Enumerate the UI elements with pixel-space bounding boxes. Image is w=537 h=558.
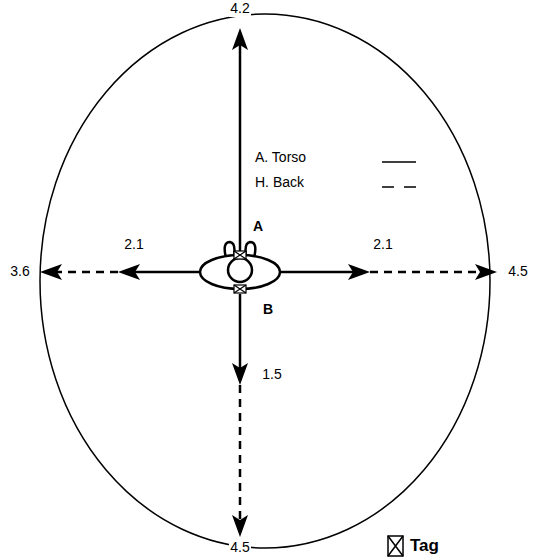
legend-text: Tag: [409, 537, 440, 556]
person-figure: [200, 242, 280, 289]
range-value: 4.2: [229, 1, 250, 16]
tag-symbol: [234, 285, 246, 293]
tag-legend-symbol: [388, 536, 403, 556]
legend-sample-solid: [382, 161, 416, 163]
arrow-head: [475, 264, 497, 280]
legend-text: H. Back: [254, 175, 305, 190]
person-body: [200, 255, 280, 289]
arrow-head: [232, 515, 248, 537]
arrow-head: [348, 264, 370, 280]
tag-legend-symbol: [388, 536, 403, 556]
tag-letter: A: [252, 219, 264, 234]
range-value: 4.5: [507, 264, 528, 279]
legend-sample-dashed: [382, 186, 416, 188]
tag-letter: B: [262, 302, 274, 317]
range-line: [239, 40, 242, 252]
range-line: [370, 271, 485, 274]
range-value: 1.5: [261, 367, 282, 382]
range-line: [239, 294, 242, 373]
range-line: [130, 271, 200, 274]
arrow-head: [118, 264, 140, 280]
person-head: [228, 258, 252, 282]
arrow-head: [232, 363, 248, 385]
range-line: [52, 271, 118, 274]
tag-symbol: [234, 285, 246, 293]
tag-symbol: [234, 251, 246, 259]
arrow-head: [232, 28, 248, 50]
range-line: [280, 271, 358, 274]
arrow-head: [40, 264, 62, 280]
range-value: 2.1: [123, 237, 144, 252]
range-value: 4.5: [229, 540, 250, 555]
range-outline: [40, 14, 490, 548]
range-value: 2.1: [372, 237, 393, 252]
range-line: [239, 385, 242, 525]
tag-symbol: [234, 251, 246, 259]
legend-text: A. Torso: [254, 150, 307, 165]
range-value: 3.6: [9, 264, 30, 279]
